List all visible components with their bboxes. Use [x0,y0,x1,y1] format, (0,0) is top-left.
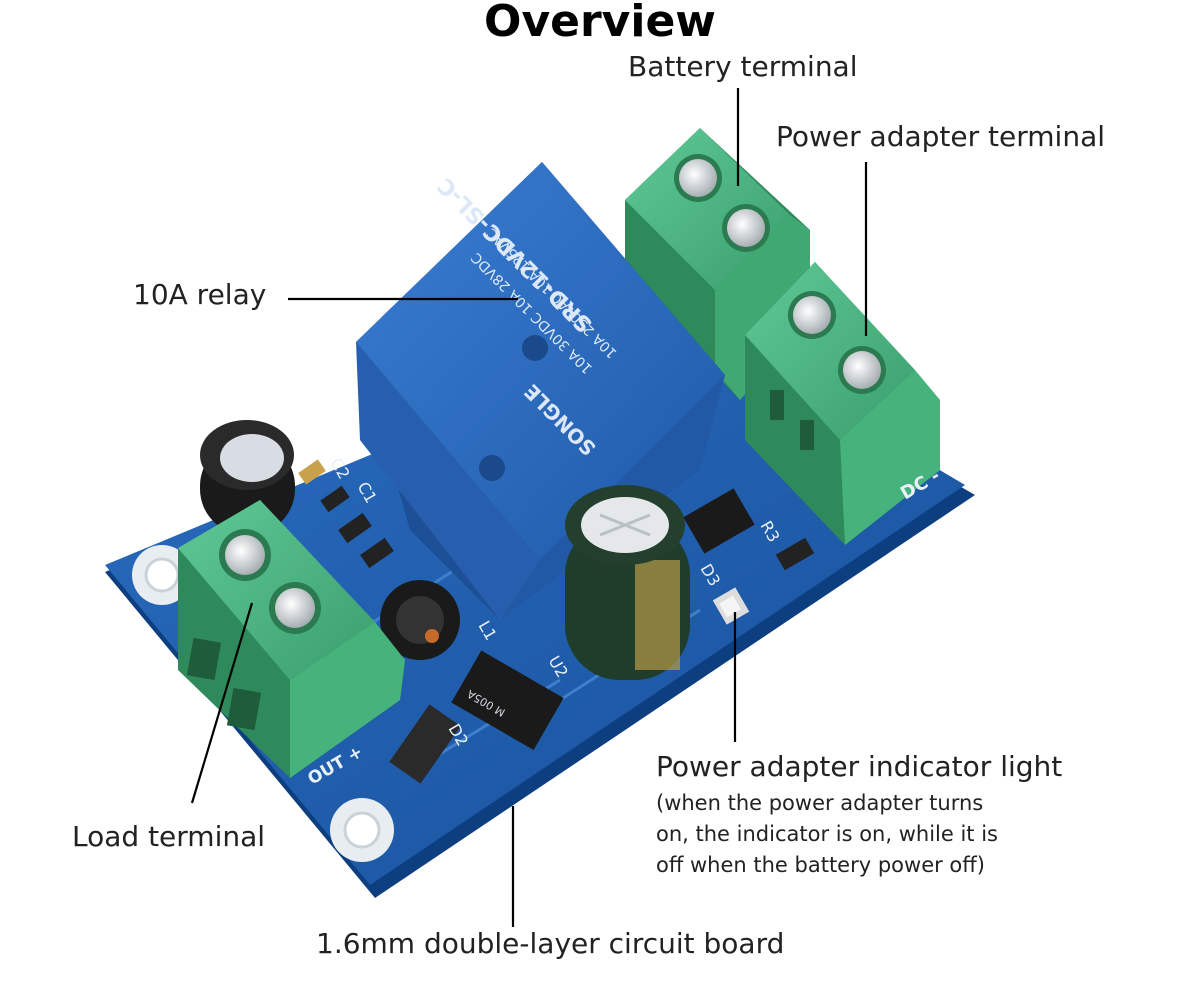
label-battery-terminal: Battery terminal [628,50,858,83]
page-title: Overview [484,0,716,47]
load-terminal-block [178,500,405,778]
indicator-note-line: on, the indicator is on, while it is [656,822,998,846]
leader-load [190,602,254,804]
capacitor-c2 [200,420,295,535]
label-load-terminal: Load terminal [72,820,266,853]
leader-lines [190,88,868,927]
label-circuit-board: 1.6mm double-layer circuit board [316,927,785,960]
relay-dot [522,335,548,361]
label-indicator-light: Power adapter indicator light [656,750,1063,783]
indicator-note-line: (when the power adapter turns [656,791,984,815]
power-adapter-terminal-block [745,262,940,545]
smd-components [298,459,815,784]
capacitor-large [565,485,690,680]
relay-dot [479,455,505,481]
label-power-adapter-terminal: Power adapter terminal [776,120,1105,153]
indicator-note: (when the power adapter turns on, the in… [656,788,998,881]
indicator-note-line: off when the battery power off) [656,853,985,877]
label-relay: 10A relay [133,278,267,311]
